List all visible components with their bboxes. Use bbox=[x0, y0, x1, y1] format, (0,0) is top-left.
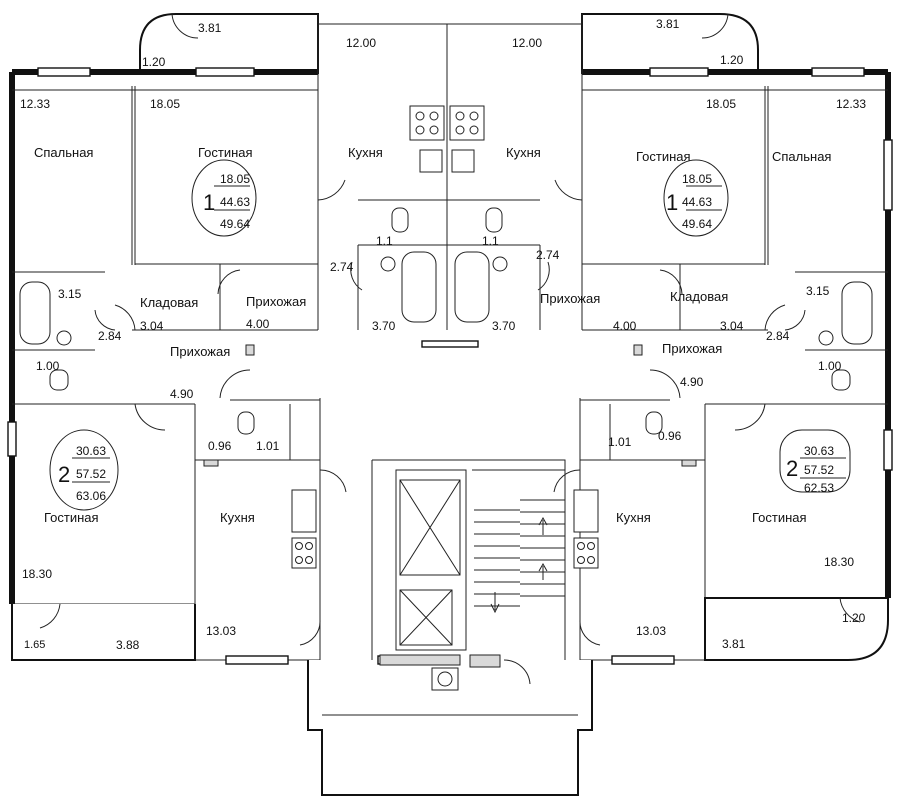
area-balcony-tr: 3.81 bbox=[656, 17, 680, 31]
area-balcony-tr-small: 1.20 bbox=[720, 53, 744, 67]
room-label-hall-1r: Прихожая bbox=[540, 291, 600, 306]
area-hall-small-l: 2.74 bbox=[330, 260, 354, 274]
room-label-hall-2r: Прихожая bbox=[662, 341, 722, 356]
area-wc2-r-a: 1.01 bbox=[608, 435, 632, 449]
room-label-living-1r: Гостиная bbox=[636, 149, 691, 164]
apartment-badge-2r: 2 30.63 57.52 62.53 bbox=[779, 429, 851, 495]
area-bath-l-small: 1.1 bbox=[376, 234, 393, 248]
room-label-storage-l: Кладовая bbox=[140, 295, 198, 310]
apartment-rooms-1l: 1 bbox=[203, 190, 215, 215]
area-hall-1r: 4.00 bbox=[613, 319, 637, 333]
apartment-useful-area-2r: 57.52 bbox=[804, 463, 834, 477]
area-living-2r: 18.30 bbox=[824, 555, 854, 569]
apartment-living-area-2r: 30.63 bbox=[804, 444, 834, 458]
area-balcony-br: 3.81 bbox=[722, 637, 746, 651]
apartment-useful-area-1r: 44.63 bbox=[682, 195, 712, 209]
room-label-storage-r: Кладовая bbox=[670, 289, 728, 304]
area-wc2-r-b: 0.96 bbox=[658, 429, 682, 443]
area-living-1r: 18.05 bbox=[706, 97, 736, 111]
area-wc2-l-b: 1.01 bbox=[256, 439, 280, 453]
room-labels: Спальная Гостиная Кухня Кухня Гостиная С… bbox=[34, 145, 831, 525]
apartment-total-area-1r: 49.64 bbox=[682, 217, 712, 231]
room-label-bedroom-l: Спальная bbox=[34, 145, 93, 160]
area-bedroom-l: 12.33 bbox=[20, 97, 50, 111]
room-label-living-2l: Гостиная bbox=[44, 510, 99, 525]
area-balcony-tl: 3.81 bbox=[198, 21, 222, 35]
apartment-useful-area-1l: 44.63 bbox=[220, 195, 250, 209]
area-hall-1l: 4.00 bbox=[246, 317, 270, 331]
area-bath-rr: 3.15 bbox=[806, 284, 830, 298]
doors bbox=[39, 13, 861, 685]
area-balcony-tl-small: 1.20 bbox=[142, 55, 166, 69]
area-balcony-br-small: 1.20 bbox=[842, 611, 866, 625]
apartment-total-area-2r: 62.53 bbox=[804, 481, 834, 495]
area-wc-rr: 1.00 bbox=[818, 359, 842, 373]
room-label-kitchen-tr: Кухня bbox=[506, 145, 541, 160]
area-kitchen-br: 13.03 bbox=[636, 624, 666, 638]
area-hall-2r: 4.90 bbox=[680, 375, 704, 389]
apartment-badge-1r: 1 18.05 44.63 49.64 bbox=[663, 159, 729, 237]
apartment-useful-area-2l: 57.52 bbox=[76, 467, 106, 481]
area-bath-r-small: 1.1 bbox=[482, 234, 499, 248]
room-label-kitchen-tl: Кухня bbox=[348, 145, 383, 160]
apartment-badge-1l: 1 18.05 44.63 49.64 bbox=[191, 159, 257, 237]
room-label-living-2r: Гостиная bbox=[752, 510, 807, 525]
area-bath-l: 3.70 bbox=[372, 319, 396, 333]
apartment-rooms-2l: 2 bbox=[58, 462, 70, 487]
area-labels: 3.81 1.20 3.81 1.20 12.33 18.05 12.00 12… bbox=[20, 17, 866, 652]
area-bedroom-r: 12.33 bbox=[836, 97, 866, 111]
area-wc2-l-a: 0.96 bbox=[208, 439, 232, 453]
area-bath-r: 3.70 bbox=[492, 319, 516, 333]
area-storage-r: 3.04 bbox=[720, 319, 744, 333]
area-living-2l: 18.30 bbox=[22, 567, 52, 581]
area-storage-l: 3.04 bbox=[140, 319, 164, 333]
apartment-living-area-1l: 18.05 bbox=[220, 172, 250, 186]
area-balcony-bl-small: 1.65 bbox=[24, 639, 45, 651]
area-bath-ll: 3.15 bbox=[58, 287, 82, 301]
apartment-rooms-1r: 1 bbox=[666, 190, 678, 215]
area-balcony-bl: 3.88 bbox=[116, 638, 140, 652]
room-label-kitchen-br: Кухня bbox=[616, 510, 651, 525]
area-wc-ll: 1.00 bbox=[36, 359, 60, 373]
apartment-total-area-2l: 63.06 bbox=[76, 489, 106, 503]
apartment-living-area-1r: 18.05 bbox=[682, 172, 712, 186]
room-label-living-1l: Гостиная bbox=[198, 145, 253, 160]
room-label-hall-2l: Прихожая bbox=[170, 344, 230, 359]
area-hall-2l: 4.90 bbox=[170, 387, 194, 401]
apartment-total-area-1l: 49.64 bbox=[220, 217, 250, 231]
fixtures bbox=[19, 105, 873, 691]
apartment-living-area-2l: 30.63 bbox=[76, 444, 106, 458]
room-label-hall-1l: Прихожая bbox=[246, 294, 306, 309]
apartment-rooms-2r: 2 bbox=[786, 456, 798, 481]
area-kitchen-tl: 12.00 bbox=[346, 36, 376, 50]
area-living-1l: 18.05 bbox=[150, 97, 180, 111]
room-label-kitchen-bl: Кухня bbox=[220, 510, 255, 525]
room-label-bedroom-r: Спальная bbox=[772, 149, 831, 164]
area-kitchen-bl: 13.03 bbox=[206, 624, 236, 638]
area-corr-ll: 2.84 bbox=[98, 329, 122, 343]
area-kitchen-tr: 12.00 bbox=[512, 36, 542, 50]
area-hall-small-r: 2.74 bbox=[536, 248, 560, 262]
apartment-badge-2l: 2 30.63 57.52 63.06 bbox=[49, 429, 119, 511]
area-corr-rr: 2.84 bbox=[766, 329, 790, 343]
walls bbox=[9, 13, 891, 796]
